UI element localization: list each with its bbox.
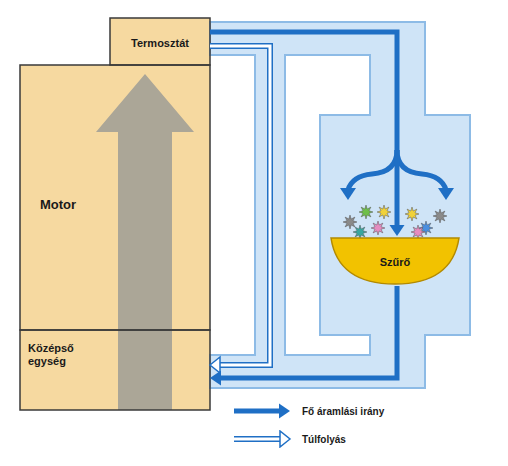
branch-arrow-head [340,188,356,200]
overflow-line [234,438,280,441]
legend-sample [232,430,292,448]
arrow-head [280,431,290,447]
overflow-line-outline [234,436,280,442]
node-label: Motor [40,197,76,213]
dirt-particle [359,205,373,219]
flow-line [210,32,397,225]
pipe-outline [210,22,470,388]
node-label: Középső egység [28,342,110,368]
motor-fill [20,65,210,330]
legend-sample [232,402,292,420]
node-label: Termosztát [131,37,189,50]
engine-outline [20,18,210,410]
arrow-head [279,404,290,419]
dirt-particle [411,225,425,239]
legend-row: Túlfolyás [232,430,346,448]
dirt-particle [433,209,447,223]
flow-connector [210,32,405,236]
middle-unit-fill [20,330,210,410]
overflow-connector [210,46,270,373]
pipe-fill [211,23,469,387]
dirt-particle [405,207,419,221]
flow-line [234,409,279,414]
legend-label: Túlfolyás [302,434,346,445]
thermostat-fill [110,18,210,65]
legend-label: Fő áramlási irány [302,406,384,417]
overflow-line [210,46,270,365]
arrow-head [210,357,220,373]
filter-shape [331,238,459,284]
thermostat-box: Termosztát [110,18,210,65]
middle-unit-box: Középső egység [20,330,210,410]
motor-box: Motor [20,65,210,330]
dirt-particle [377,205,391,219]
flow-arrow-grey [96,74,194,410]
filter-element: Szűrő [330,236,460,286]
dirt-particle [353,225,367,239]
overflow-line-outline [210,46,270,365]
arrow-head [390,225,405,236]
legend-row: Fő áramlási irány [232,402,384,420]
branch-arrow-head [438,188,454,200]
dirt-particle [371,221,385,235]
node-label: Szűrő [380,256,411,269]
flow-connector [210,286,397,386]
